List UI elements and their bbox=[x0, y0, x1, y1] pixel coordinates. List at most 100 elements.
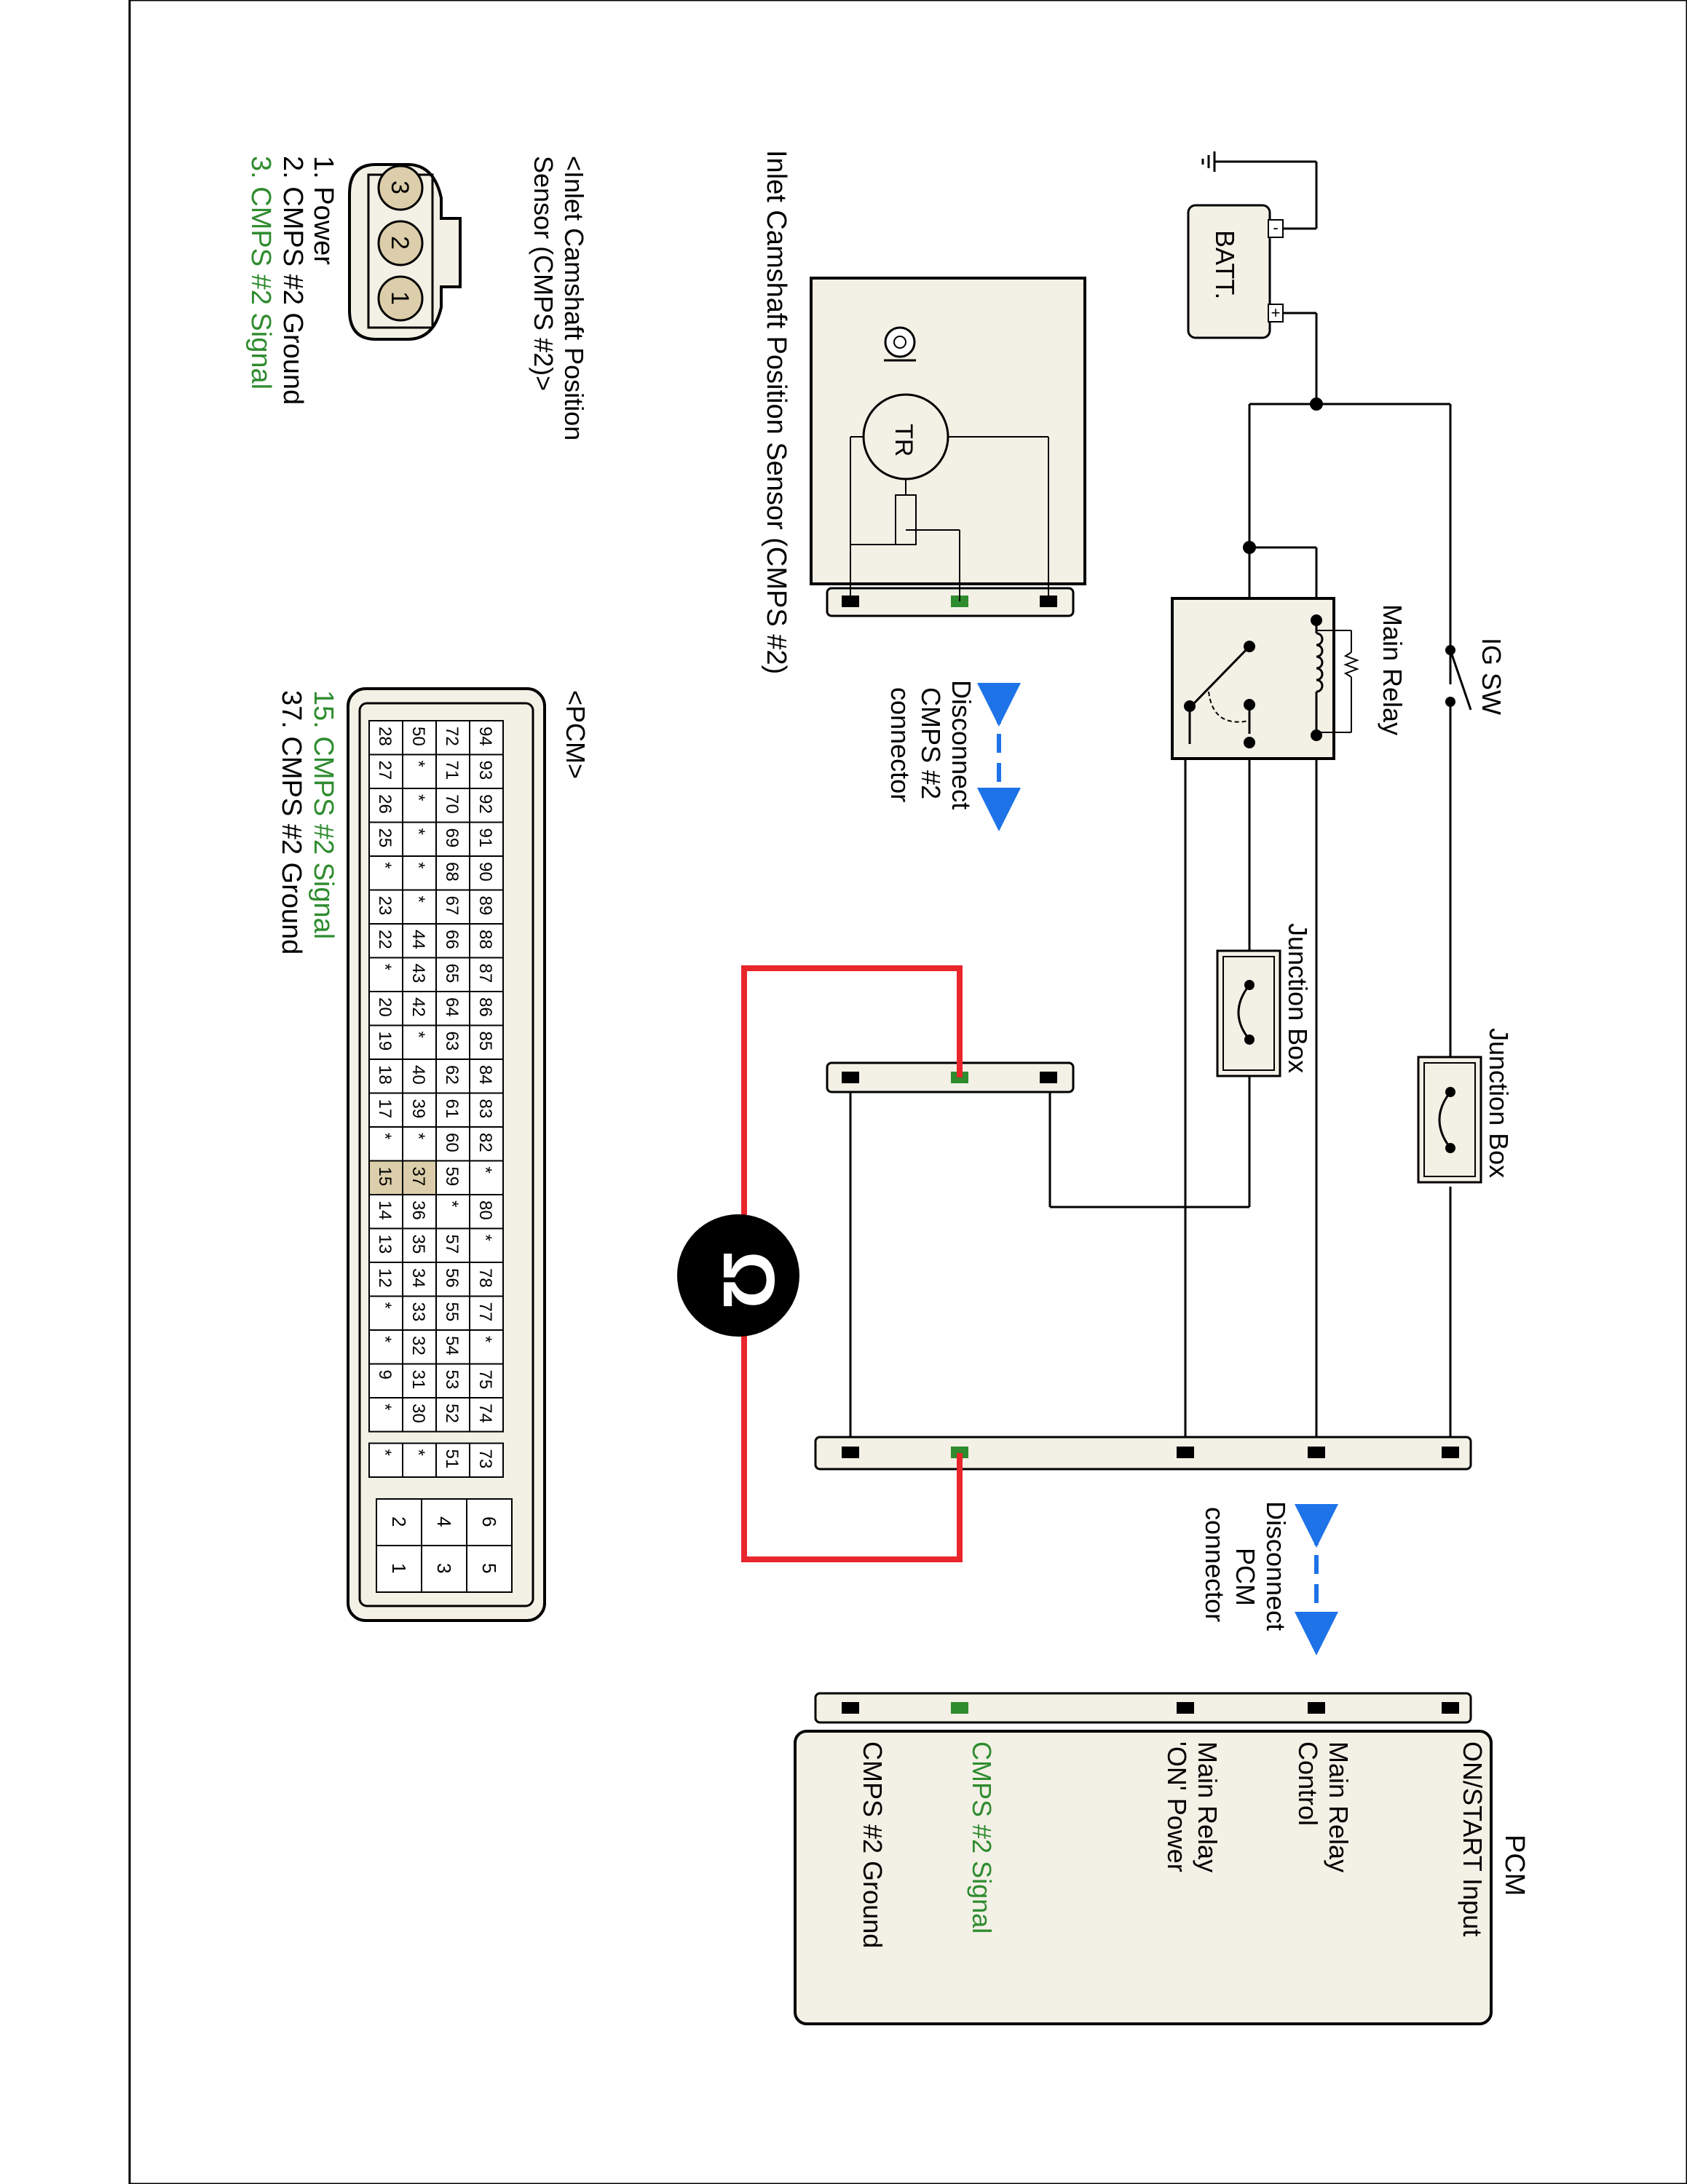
cmps-sensor: TR Inlet Camshaft Position Sensor (CMPS … bbox=[761, 150, 1086, 674]
pcm-pin-number: 91 bbox=[475, 828, 495, 848]
pcm-pin-number: 77 bbox=[475, 1302, 495, 1322]
pcm-pin-number: 62 bbox=[442, 1065, 462, 1085]
pcm-pin-number: 23 bbox=[375, 896, 395, 916]
pcm-pin-number: 84 bbox=[475, 1065, 495, 1085]
pcm-pin-cell bbox=[435, 1295, 470, 1331]
ig-switch-label: IG SW bbox=[1477, 638, 1506, 715]
main-relay-label: Main Relay bbox=[1378, 604, 1407, 735]
pcm-pin-cell bbox=[402, 1194, 437, 1230]
page-frame bbox=[128, 0, 1687, 2184]
pcm-pin-number: 78 bbox=[475, 1268, 495, 1288]
pcm-pin-number: 87 bbox=[475, 964, 495, 984]
pcm-power-pin-number: 5 bbox=[478, 1563, 500, 1573]
pcm-pin-number: 15 bbox=[375, 1167, 395, 1187]
pcm-pin-number: * bbox=[375, 862, 395, 869]
pcm-pin-number: 25 bbox=[375, 828, 395, 848]
pcm-pin-number: 22 bbox=[375, 930, 395, 949]
pcm-pin-number: 88 bbox=[475, 930, 495, 949]
pcm-pin-number: 44 bbox=[408, 930, 428, 949]
pcm-pin-cell bbox=[368, 855, 403, 891]
pcm-pin-number: 36 bbox=[408, 1200, 428, 1220]
sensor-pin-circles: 321 bbox=[377, 165, 424, 322]
pcm-pin-number: 70 bbox=[442, 794, 462, 814]
pcm-power-pin-number: 1 bbox=[388, 1563, 410, 1573]
sensor-pinout-title-2: Sensor (CMPS #2)> bbox=[529, 156, 558, 391]
sensor-legend-item: 3. CMPS #2 Signal bbox=[245, 156, 276, 389]
pcm-pin-number: 66 bbox=[442, 930, 462, 949]
pcm-legend-item: 15. CMPS #2 Signal bbox=[308, 690, 339, 939]
battery-label: BATT. bbox=[1210, 230, 1240, 299]
pcm-pin-number: 13 bbox=[375, 1235, 395, 1254]
pcm-pin-number: 71 bbox=[442, 761, 462, 780]
pcm-pin-number: 75 bbox=[475, 1370, 495, 1390]
pcm-pin-number: * bbox=[408, 761, 428, 767]
pcm-pin-cell bbox=[435, 1442, 470, 1478]
pcm-pin-number: 83 bbox=[475, 1099, 495, 1119]
pcm-pin-number: 26 bbox=[375, 794, 395, 814]
pcm-pin-number: 33 bbox=[408, 1302, 428, 1322]
pcm-pin-number: 89 bbox=[475, 896, 495, 916]
pcm-pin-cell bbox=[368, 957, 403, 992]
pcm-pin-number: 19 bbox=[375, 1032, 395, 1051]
pcm-pin-number: * bbox=[375, 1449, 395, 1456]
pcm-pin-number: * bbox=[408, 862, 428, 869]
pcm-pin-number: 69 bbox=[442, 828, 462, 848]
magnet-icon bbox=[884, 326, 916, 358]
pcm-pin-cell bbox=[469, 1160, 504, 1195]
pcm-pin-number: 68 bbox=[442, 862, 462, 882]
pcm-pin-cell bbox=[368, 923, 403, 959]
sensor-legend-item: 1. Power bbox=[308, 156, 339, 265]
pcm-pin-number: 54 bbox=[442, 1336, 462, 1356]
pcm-pin-number: * bbox=[475, 1167, 495, 1174]
pcm-pin-cell bbox=[402, 1059, 437, 1094]
pcm-pin-number: 28 bbox=[375, 727, 395, 746]
pcm-pin-cell bbox=[435, 1092, 470, 1128]
pcm-pin-number: 30 bbox=[408, 1404, 428, 1423]
pcm-power-pin-number: 3 bbox=[433, 1563, 455, 1573]
pcm-pin-cell bbox=[368, 720, 403, 756]
pcm-pin-cell bbox=[435, 1126, 470, 1162]
sensor-legend-item: 2. CMPS #2 Ground bbox=[277, 156, 308, 405]
junction-dots bbox=[1243, 397, 1323, 554]
pcm-pin-cell bbox=[435, 1397, 470, 1433]
pcm-pin-number: * bbox=[375, 1302, 395, 1309]
pcm-pin-number: 67 bbox=[442, 896, 462, 916]
pcm-power-pin-cell bbox=[376, 1545, 422, 1593]
pcm-pin-cell bbox=[469, 855, 504, 891]
ohm-meter-icon: Ω bbox=[677, 1214, 799, 1337]
pcm-pin-number: 90 bbox=[475, 862, 495, 882]
pcm-pin-number: 35 bbox=[408, 1235, 428, 1254]
pcm-pin-cell bbox=[435, 991, 470, 1026]
pcm-pin-cell bbox=[469, 1329, 504, 1365]
pcm-pin-cell bbox=[469, 1194, 504, 1230]
pcm-pin-number: * bbox=[408, 1032, 428, 1038]
pcm-pin-number: 93 bbox=[475, 761, 495, 780]
pcm-power-pin-number: 2 bbox=[388, 1516, 410, 1527]
pcm-pin-number: 52 bbox=[442, 1404, 462, 1423]
sensor-title: Inlet Camshaft Position Sensor (CMPS #2) bbox=[761, 150, 791, 674]
pcm-pin-number: 85 bbox=[475, 1032, 495, 1051]
pcm-pin-number: 65 bbox=[442, 964, 462, 984]
pcm-pin-number: 92 bbox=[475, 794, 495, 814]
pcm-pin-cell bbox=[368, 889, 403, 925]
pcm-pin-cell bbox=[402, 1363, 437, 1398]
pcm-pin-cell bbox=[368, 1397, 403, 1433]
pcm-pin-number: * bbox=[408, 896, 428, 903]
pcm-pin-number: 37 bbox=[408, 1167, 428, 1187]
pcm-pin-number: 80 bbox=[475, 1200, 495, 1220]
pcm-pin-number: 39 bbox=[408, 1099, 428, 1119]
sensor-pinout-title-1: <Inlet Camshaft Position bbox=[559, 156, 589, 440]
pcm-pin-number: * bbox=[442, 1200, 462, 1207]
pcm-pin-number: * bbox=[408, 1449, 428, 1456]
main-relay: Main Relay bbox=[1171, 597, 1407, 760]
pcm-pin-cell bbox=[368, 1442, 403, 1478]
pcm-pin-number: 72 bbox=[442, 727, 462, 746]
pcm-pin-number: 55 bbox=[442, 1302, 462, 1322]
junction-box-2-label: Junction Box bbox=[1484, 1028, 1514, 1178]
pcm-pin-number: * bbox=[375, 1133, 395, 1139]
pcm-pin-number: * bbox=[375, 1336, 395, 1342]
sensor-resistor bbox=[895, 494, 917, 545]
